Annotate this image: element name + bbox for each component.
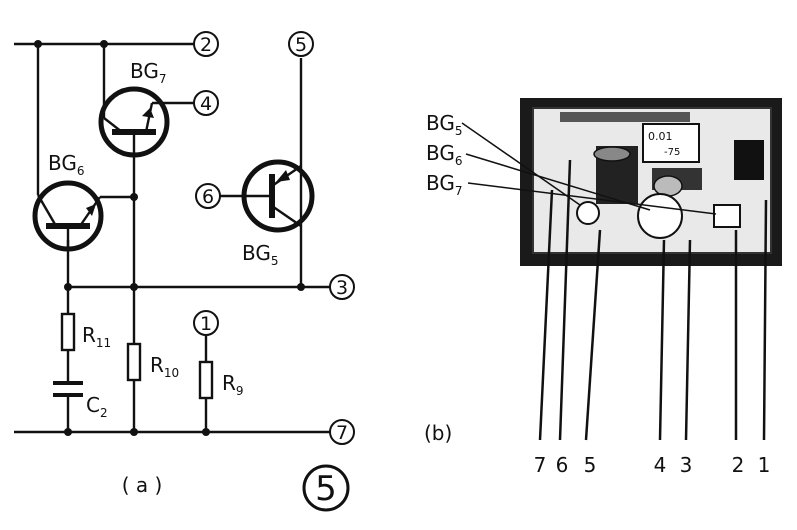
junction-dot (34, 40, 42, 48)
label-r10: R10 (150, 353, 179, 380)
label-r11: R11 (82, 323, 111, 350)
chip-bg7 (713, 204, 741, 228)
terminal-labels: 2 5 4 6 3 1 7 (200, 34, 348, 444)
junction-dot (64, 283, 72, 291)
caption-a: ( a ) (122, 473, 163, 497)
terminal-label: 4 (200, 93, 212, 115)
terminal-label: 7 (336, 422, 348, 444)
pin-label: 4 (654, 453, 667, 477)
pin-label: 6 (556, 453, 569, 477)
callout-bg6: BG6 (426, 141, 463, 168)
terminal-7 (329, 419, 355, 445)
transistor-bg7 (98, 86, 170, 160)
junction-dot (64, 428, 72, 436)
module-leads (538, 159, 768, 441)
pin-label: 1 (758, 453, 771, 477)
terminals (193, 31, 355, 445)
junction-dots (34, 40, 305, 436)
terminal-2 (193, 31, 219, 57)
chip-bg6 (637, 193, 683, 239)
junction-dot (130, 428, 138, 436)
terminal-1 (193, 310, 219, 336)
terminal-4 (193, 90, 219, 116)
caption-b: (b) (424, 421, 452, 445)
terminal-label: 2 (200, 34, 212, 56)
terminal-6 (195, 183, 221, 209)
junction-dot (297, 283, 305, 291)
transistor-bg5 (241, 159, 315, 233)
label-c2: C2 (86, 393, 108, 420)
junction-dot (130, 283, 138, 291)
terminal-3 (329, 274, 355, 300)
label-bg6: BG6 (48, 151, 85, 178)
label-bg7: BG7 (130, 59, 167, 86)
terminal-label: 3 (336, 277, 348, 299)
component-labels: BG7 BG6 BG5 R11 R10 R9 C2 (48, 59, 279, 420)
terminal-label: 5 (295, 34, 307, 56)
resistor-r9 (198, 360, 214, 400)
marking-value: 0.01 (648, 130, 673, 143)
junction-dot (130, 193, 138, 201)
passive-components (53, 312, 214, 400)
pin-label: 2 (732, 453, 745, 477)
junction-dot (100, 40, 108, 48)
figure-number: 5 (302, 464, 350, 512)
pin-label: 5 (584, 453, 597, 477)
pin-label: 7 (534, 453, 547, 477)
junction-dot (202, 428, 210, 436)
terminal-label: 1 (200, 313, 212, 335)
callout-lines (461, 122, 717, 215)
transistor-bg6 (32, 180, 104, 252)
marked-component (642, 123, 700, 163)
terminal-5 (288, 31, 314, 57)
label-r9: R9 (222, 371, 244, 398)
terminal-label: 6 (202, 186, 214, 208)
pin-label: 3 (680, 453, 693, 477)
marking-code: -75 (664, 147, 680, 158)
resistor-r11 (60, 312, 76, 352)
callout-bg7: BG7 (426, 171, 463, 198)
chip-bg5 (576, 201, 600, 225)
svg-text:5: 5 (315, 469, 337, 509)
capacitor-c2 (53, 381, 83, 397)
callout-bg5: BG5 (426, 111, 463, 138)
pin-labels: 7 6 5 4 3 2 1 (534, 453, 771, 477)
resistor-r10 (126, 342, 142, 382)
label-bg5: BG5 (242, 241, 279, 268)
photo-panel: 0.01 -75 BG5 BG6 BG7 (b) 7 (424, 98, 782, 477)
